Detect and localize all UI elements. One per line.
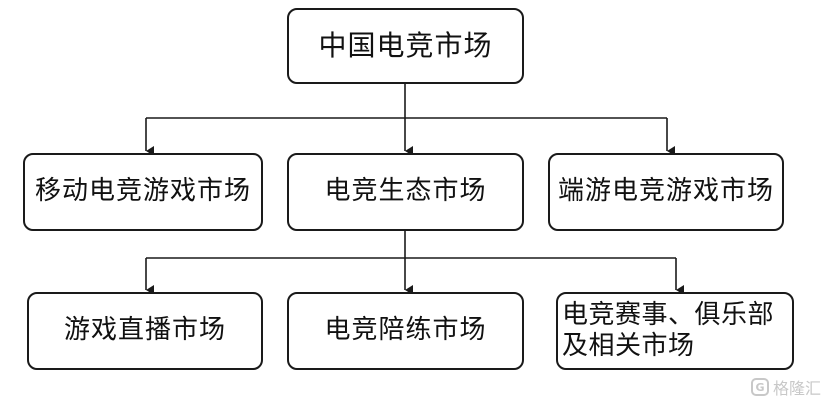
node-pc-esports-game-market: 端游电竞游戏市场	[548, 153, 784, 231]
node-label-line2: 及相关市场	[562, 331, 695, 361]
node-label: 电竞生态市场	[324, 176, 487, 207]
root-node-china-esports-market: 中国电竞市场	[287, 8, 524, 84]
node-esports-coaching-market: 电竞陪练市场	[287, 292, 524, 370]
node-label: 移动电竞游戏市场	[34, 176, 251, 207]
node-label: 电竞陪练市场	[324, 315, 487, 346]
node-label-line1: 电竞赛事、俱乐部	[562, 299, 775, 330]
node-game-streaming-market: 游戏直播市场	[27, 292, 263, 370]
watermark: G 格隆汇	[750, 375, 821, 399]
node-mobile-esports-game-market: 移动电竞游戏市场	[23, 153, 263, 231]
node-esports-events-clubs-market: 电竞赛事、俱乐部 及相关市场	[556, 292, 794, 370]
watermark-text: 格隆汇	[772, 379, 821, 398]
node-label: 游戏直播市场	[63, 315, 226, 346]
root-node-label: 中国电竞市场	[318, 29, 493, 63]
watermark-logo-icon: G	[750, 378, 769, 396]
node-esports-ecosystem-market: 电竞生态市场	[287, 153, 524, 231]
node-label: 端游电竞游戏市场	[557, 176, 774, 207]
